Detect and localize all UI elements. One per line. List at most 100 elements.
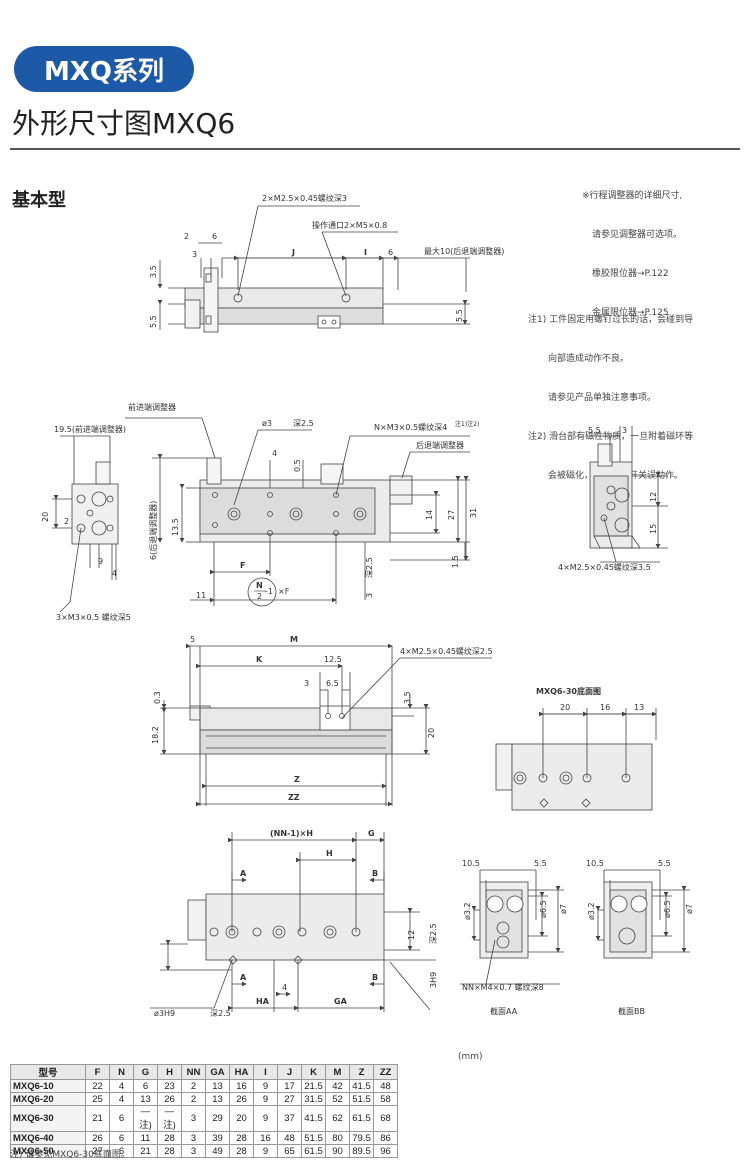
table-cell: 21 xyxy=(133,1144,158,1158)
table-cell: 27 xyxy=(277,1092,302,1106)
label-v1-55b: 5.5 xyxy=(455,309,464,322)
table-cell: 80 xyxy=(325,1131,350,1145)
table-cell: 13 xyxy=(205,1092,230,1106)
label-v4-20: 20 xyxy=(427,728,436,738)
table-cell: —注) xyxy=(157,1105,182,1132)
label-v2-20: 20 xyxy=(41,512,50,522)
table-cell: 39 xyxy=(205,1131,230,1145)
column-header: G xyxy=(133,1064,158,1080)
label-v4-thread: 4×M2.5×0.45螺纹深2.5 xyxy=(400,646,493,656)
table-cell: 6 xyxy=(133,1079,158,1093)
table-cell: 26 xyxy=(85,1131,110,1145)
model-cell: MXQ6-20 xyxy=(10,1092,86,1106)
label-v5-20: 20 xyxy=(560,703,570,712)
table-cell: 20 xyxy=(229,1105,254,1132)
label-v6-h: H xyxy=(326,849,333,858)
label-v8-55: 5.5 xyxy=(658,859,671,868)
label-v6-nnh: (NN-1)×H xyxy=(270,829,313,838)
table-cell: 52 xyxy=(325,1092,350,1106)
top-side-view xyxy=(157,205,470,333)
label-v5-13: 13 xyxy=(634,703,644,712)
table-cell: 49 xyxy=(205,1144,230,1158)
label-v6-g: G xyxy=(368,829,375,838)
table-cell: 22 xyxy=(85,1079,110,1093)
label-v8-105: 10.5 xyxy=(586,859,604,868)
column-header: F xyxy=(85,1064,110,1080)
section-bb xyxy=(595,869,690,959)
label-v6-12: 12 xyxy=(407,930,416,940)
table-footnote: 注) 请参见MXQ6-30底面图。 xyxy=(10,1150,130,1160)
label-v6-b: B xyxy=(372,869,378,878)
label-v8-bb: 截面BB xyxy=(618,1006,645,1016)
table-cell: 86 xyxy=(373,1131,398,1145)
table-cell: 2 xyxy=(181,1092,206,1106)
label-v1-max: 最大10(后退端调整器) xyxy=(424,246,504,256)
label-v7-o32: ø3.2 xyxy=(463,902,472,920)
table-cell: 89.5 xyxy=(349,1144,374,1158)
label-v7-nn: NN×M4×0.7 螺纹深8 xyxy=(462,982,544,992)
label-v8-o65: ø6.5 xyxy=(663,900,672,918)
title-divider xyxy=(10,148,740,150)
label-v2-o3: ø3 xyxy=(262,419,272,428)
table-unit: (mm) xyxy=(458,1052,483,1062)
table-cell: 9 xyxy=(253,1092,278,1106)
label-v6-ha: HA xyxy=(256,997,270,1006)
label-v4-03: 0.3 xyxy=(153,691,162,704)
label-v8-o32: ø3.2 xyxy=(587,902,596,920)
label-v4-35: 3.5 xyxy=(403,691,412,704)
table-cell: 48 xyxy=(373,1079,398,1093)
label-v2-nm-note: 注1)注2) xyxy=(455,420,479,428)
label-v4-z: Z xyxy=(294,775,300,784)
label-v6-deep25b: 深2.5 xyxy=(210,1009,231,1018)
column-header: I xyxy=(253,1064,278,1080)
label-v2-deep25b: 深2.5 xyxy=(365,557,374,578)
table-cell: 96 xyxy=(373,1144,398,1158)
column-header: K xyxy=(301,1064,326,1080)
model-cell: MXQ6-50 xyxy=(10,1144,86,1158)
table-cell: 9 xyxy=(253,1144,278,1158)
column-header: ZZ xyxy=(373,1064,398,1080)
table-cell: 9 xyxy=(253,1079,278,1093)
label-v4-m: M xyxy=(290,635,298,644)
table-cell: 16 xyxy=(253,1131,278,1145)
table-cell: 48 xyxy=(277,1131,302,1145)
label-v4-zz: ZZ xyxy=(288,793,300,802)
label-v2-11: 11 xyxy=(196,591,206,600)
label-v2-f: F xyxy=(240,561,245,570)
table-cell: 41.5 xyxy=(301,1105,326,1132)
label-v8-o7: ø7 xyxy=(685,904,694,914)
label-v7-aa: 截面AA xyxy=(490,1006,518,1016)
model-cell: MXQ6-10 xyxy=(10,1079,86,1093)
table-cell: 28 xyxy=(157,1144,182,1158)
label-v2-135: 13.5 xyxy=(171,518,180,536)
section-aa xyxy=(460,869,564,985)
label-v1-port: 操作通口2×M5×0.8 xyxy=(312,220,387,230)
label-v2-nm: N×M3×0.5螺纹深4 xyxy=(374,422,447,432)
table-cell: 11 xyxy=(133,1131,158,1145)
table-cell: 3 xyxy=(181,1131,206,1145)
table-cell: 28 xyxy=(229,1144,254,1158)
label-v2-4: 4 xyxy=(112,569,117,578)
label-v2-deep25: 深2.5 xyxy=(293,419,314,428)
table-cell: 4 xyxy=(109,1079,134,1093)
table-cell: 42 xyxy=(325,1079,350,1093)
table-cell: 23 xyxy=(157,1079,182,1093)
label-v2-4b: 4 xyxy=(272,449,277,458)
label-v7-o65: ø6.5 xyxy=(539,900,548,918)
label-v2-m3: 3×M3×0.5 螺纹深5 xyxy=(56,612,131,622)
column-header: H xyxy=(157,1064,182,1080)
section-title: 基本型 xyxy=(12,190,66,211)
column-header: M xyxy=(325,1064,350,1080)
table-cell: 21 xyxy=(85,1105,110,1132)
label-v2-minus1: -1 xyxy=(265,587,273,596)
table-cell: 90 xyxy=(325,1144,350,1158)
table-cell: 65 xyxy=(277,1144,302,1158)
table-cell: 25 xyxy=(85,1092,110,1106)
table-cell: —注) xyxy=(133,1105,158,1132)
label-v6-ga: GA xyxy=(334,997,348,1006)
label-v1-i: I xyxy=(364,248,367,257)
column-header: Z xyxy=(349,1064,374,1080)
